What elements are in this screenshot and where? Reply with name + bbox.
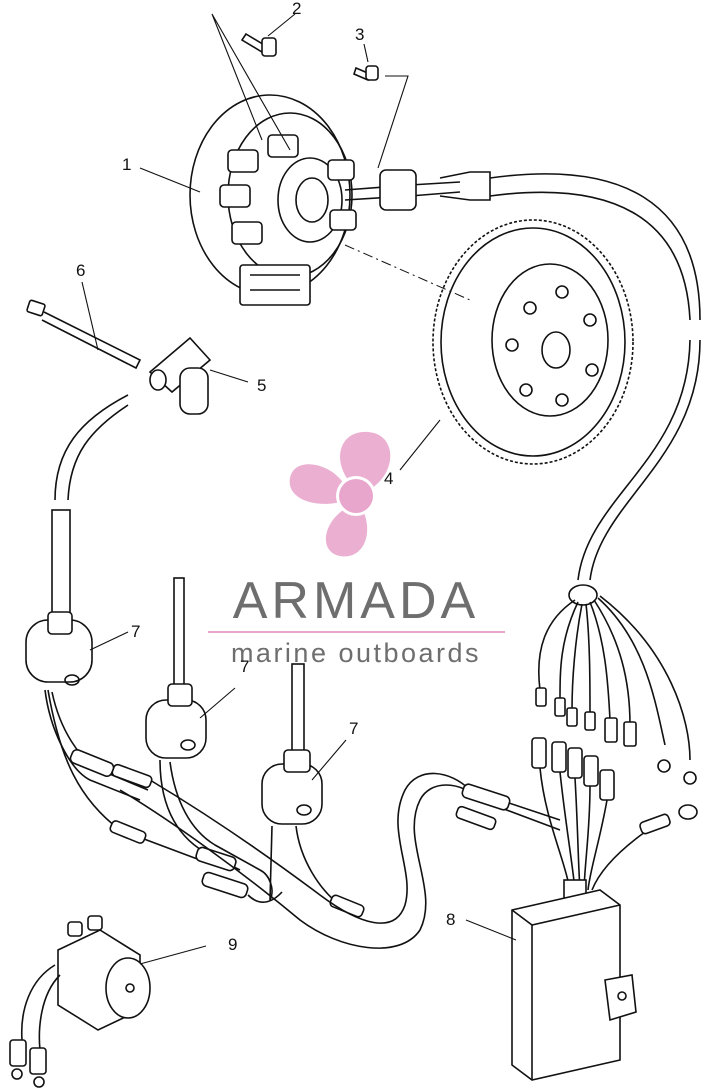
callout-2: 2	[292, 0, 301, 18]
spark-plug-cap	[148, 336, 249, 415]
brand-tagline: marine outboards	[231, 638, 481, 668]
cdi-unit	[465, 879, 637, 1081]
callout-1: 1	[122, 155, 131, 174]
leader-part-4	[399, 419, 441, 471]
cable-tie	[26, 281, 142, 370]
brand-name: ARMADA	[233, 572, 479, 630]
callout-3: 3	[355, 25, 364, 44]
screw-part-2	[240, 13, 296, 57]
coil-harness-wire-2	[149, 772, 561, 924]
armada-propeller-logo	[289, 431, 391, 557]
flywheel	[344, 219, 634, 465]
callout-7-coil-3: 7	[349, 719, 358, 738]
coil-harness-wire	[119, 784, 561, 949]
leader-part-1	[139, 167, 201, 193]
leader-part-2	[211, 13, 291, 151]
screw-part-3	[353, 43, 409, 169]
stator-assembly	[189, 94, 491, 306]
callout-5: 5	[257, 376, 266, 395]
ignition-coil-3	[261, 663, 365, 918]
starter-relay	[9, 915, 207, 1088]
callout-7-coil-2: 7	[240, 657, 249, 676]
callout-8: 8	[446, 910, 455, 929]
callout-9: 9	[228, 935, 237, 954]
callout-7-coil-1: 7	[131, 622, 140, 641]
callout-6: 6	[76, 261, 85, 280]
ignition-coil-2	[145, 577, 283, 903]
callout-4: 4	[384, 469, 393, 488]
